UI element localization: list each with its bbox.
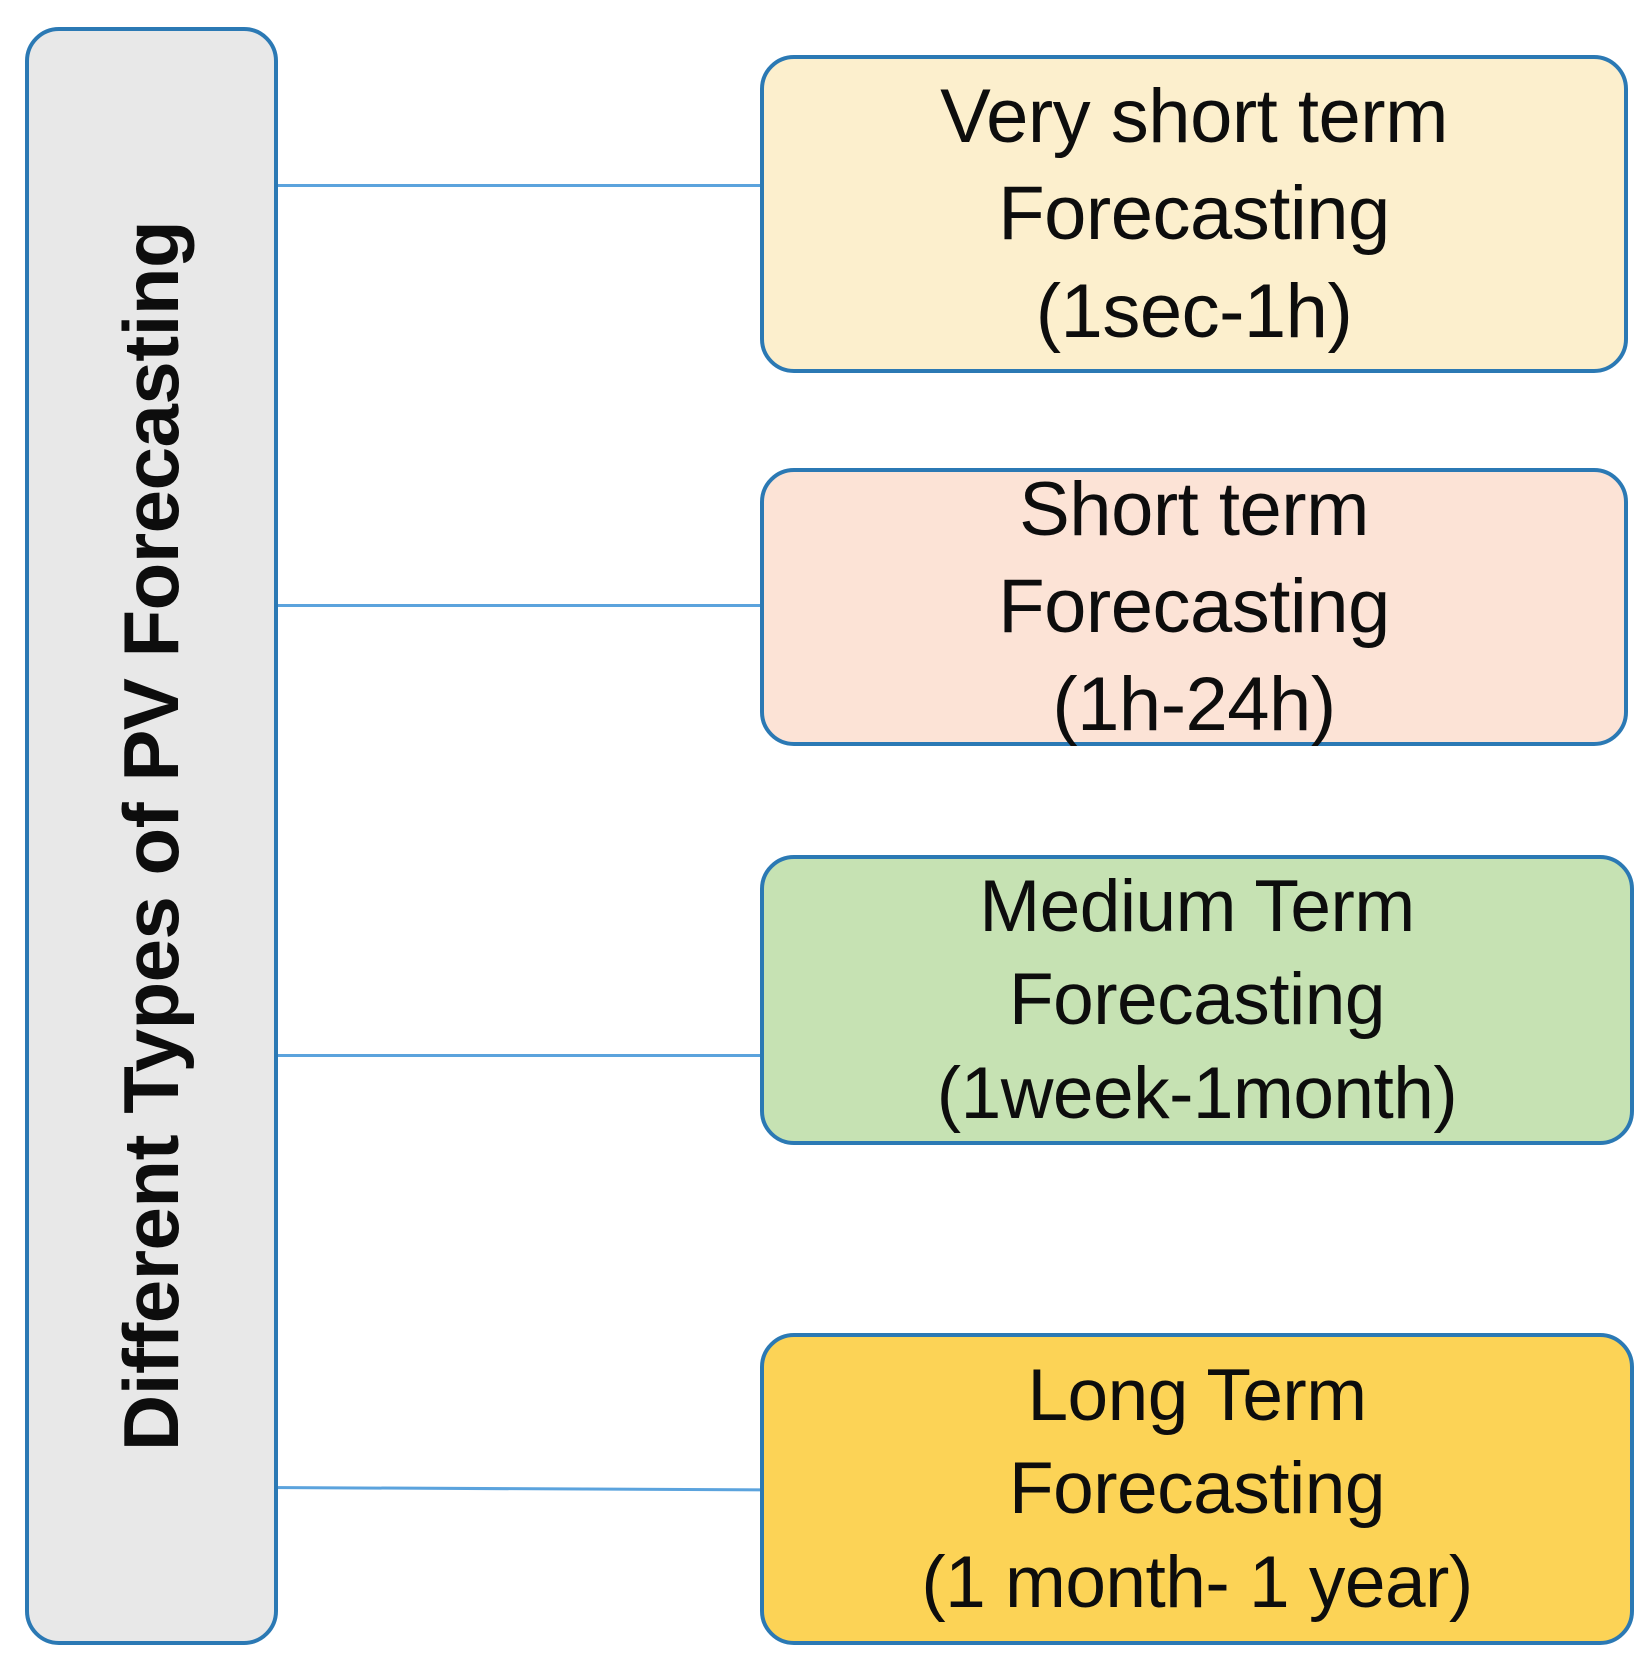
node-line-1: Short term xyxy=(1019,467,1369,553)
connector-line-medium-term xyxy=(266,1054,766,1057)
node-line-1: Medium Term xyxy=(979,865,1415,947)
node-medium-term-forecasting[interactable]: Medium Term Forecasting (1week-1month) xyxy=(760,855,1634,1145)
node-line-3-horizon: (1sec-1h) xyxy=(1035,268,1353,354)
node-line-1: Long Term xyxy=(1027,1354,1367,1436)
node-line-3-horizon: (1week-1month) xyxy=(936,1052,1458,1134)
node-line-1: Very short term xyxy=(940,74,1448,160)
node-long-term-forecasting[interactable]: Long Term Forecasting (1 month- 1 year) xyxy=(760,1333,1634,1645)
connector-line-short-term xyxy=(266,604,766,607)
connector-line-very-short-term xyxy=(266,184,766,187)
node-line-2: Forecasting xyxy=(998,171,1390,257)
node-very-short-term-forecasting[interactable]: Very short term Forecasting (1sec-1h) xyxy=(760,55,1628,373)
node-line-2: Forecasting xyxy=(1009,1448,1385,1530)
node-line-2: Forecasting xyxy=(998,564,1390,650)
node-line-2: Forecasting xyxy=(1009,959,1385,1041)
node-line-3-horizon: (1 month- 1 year) xyxy=(921,1541,1473,1623)
node-line-3-horizon: (1h-24h) xyxy=(1052,661,1336,747)
connector-line-long-term xyxy=(265,1486,767,1492)
root-node-label: Different Types of PV Forecasting xyxy=(107,220,196,1452)
node-short-term-forecasting[interactable]: Short term Forecasting (1h-24h) xyxy=(760,467,1628,747)
root-node-pv-forecasting[interactable]: Different Types of PV Forecasting xyxy=(25,27,278,1645)
